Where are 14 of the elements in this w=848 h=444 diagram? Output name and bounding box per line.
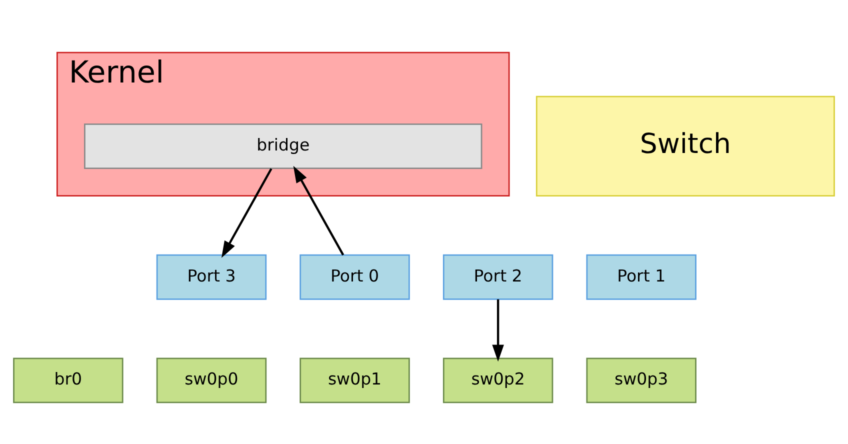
node-box: Switch <box>536 96 835 196</box>
node-box: Port 0 <box>300 254 410 300</box>
node-box: sw0p1 <box>300 358 410 404</box>
arrow <box>221 168 272 258</box>
node-box: br0 <box>13 358 124 404</box>
node-box: Port 1 <box>586 254 696 300</box>
node-box: sw0p0 <box>156 358 267 404</box>
arrow <box>293 166 344 256</box>
arrow <box>492 299 504 362</box>
node-box: sw0p2 <box>442 358 554 404</box>
node-box: bridge <box>84 124 482 169</box>
node-box: Port 2 <box>442 254 554 300</box>
node-box: Port 3 <box>156 254 267 300</box>
node-box: sw0p3 <box>586 358 696 404</box>
